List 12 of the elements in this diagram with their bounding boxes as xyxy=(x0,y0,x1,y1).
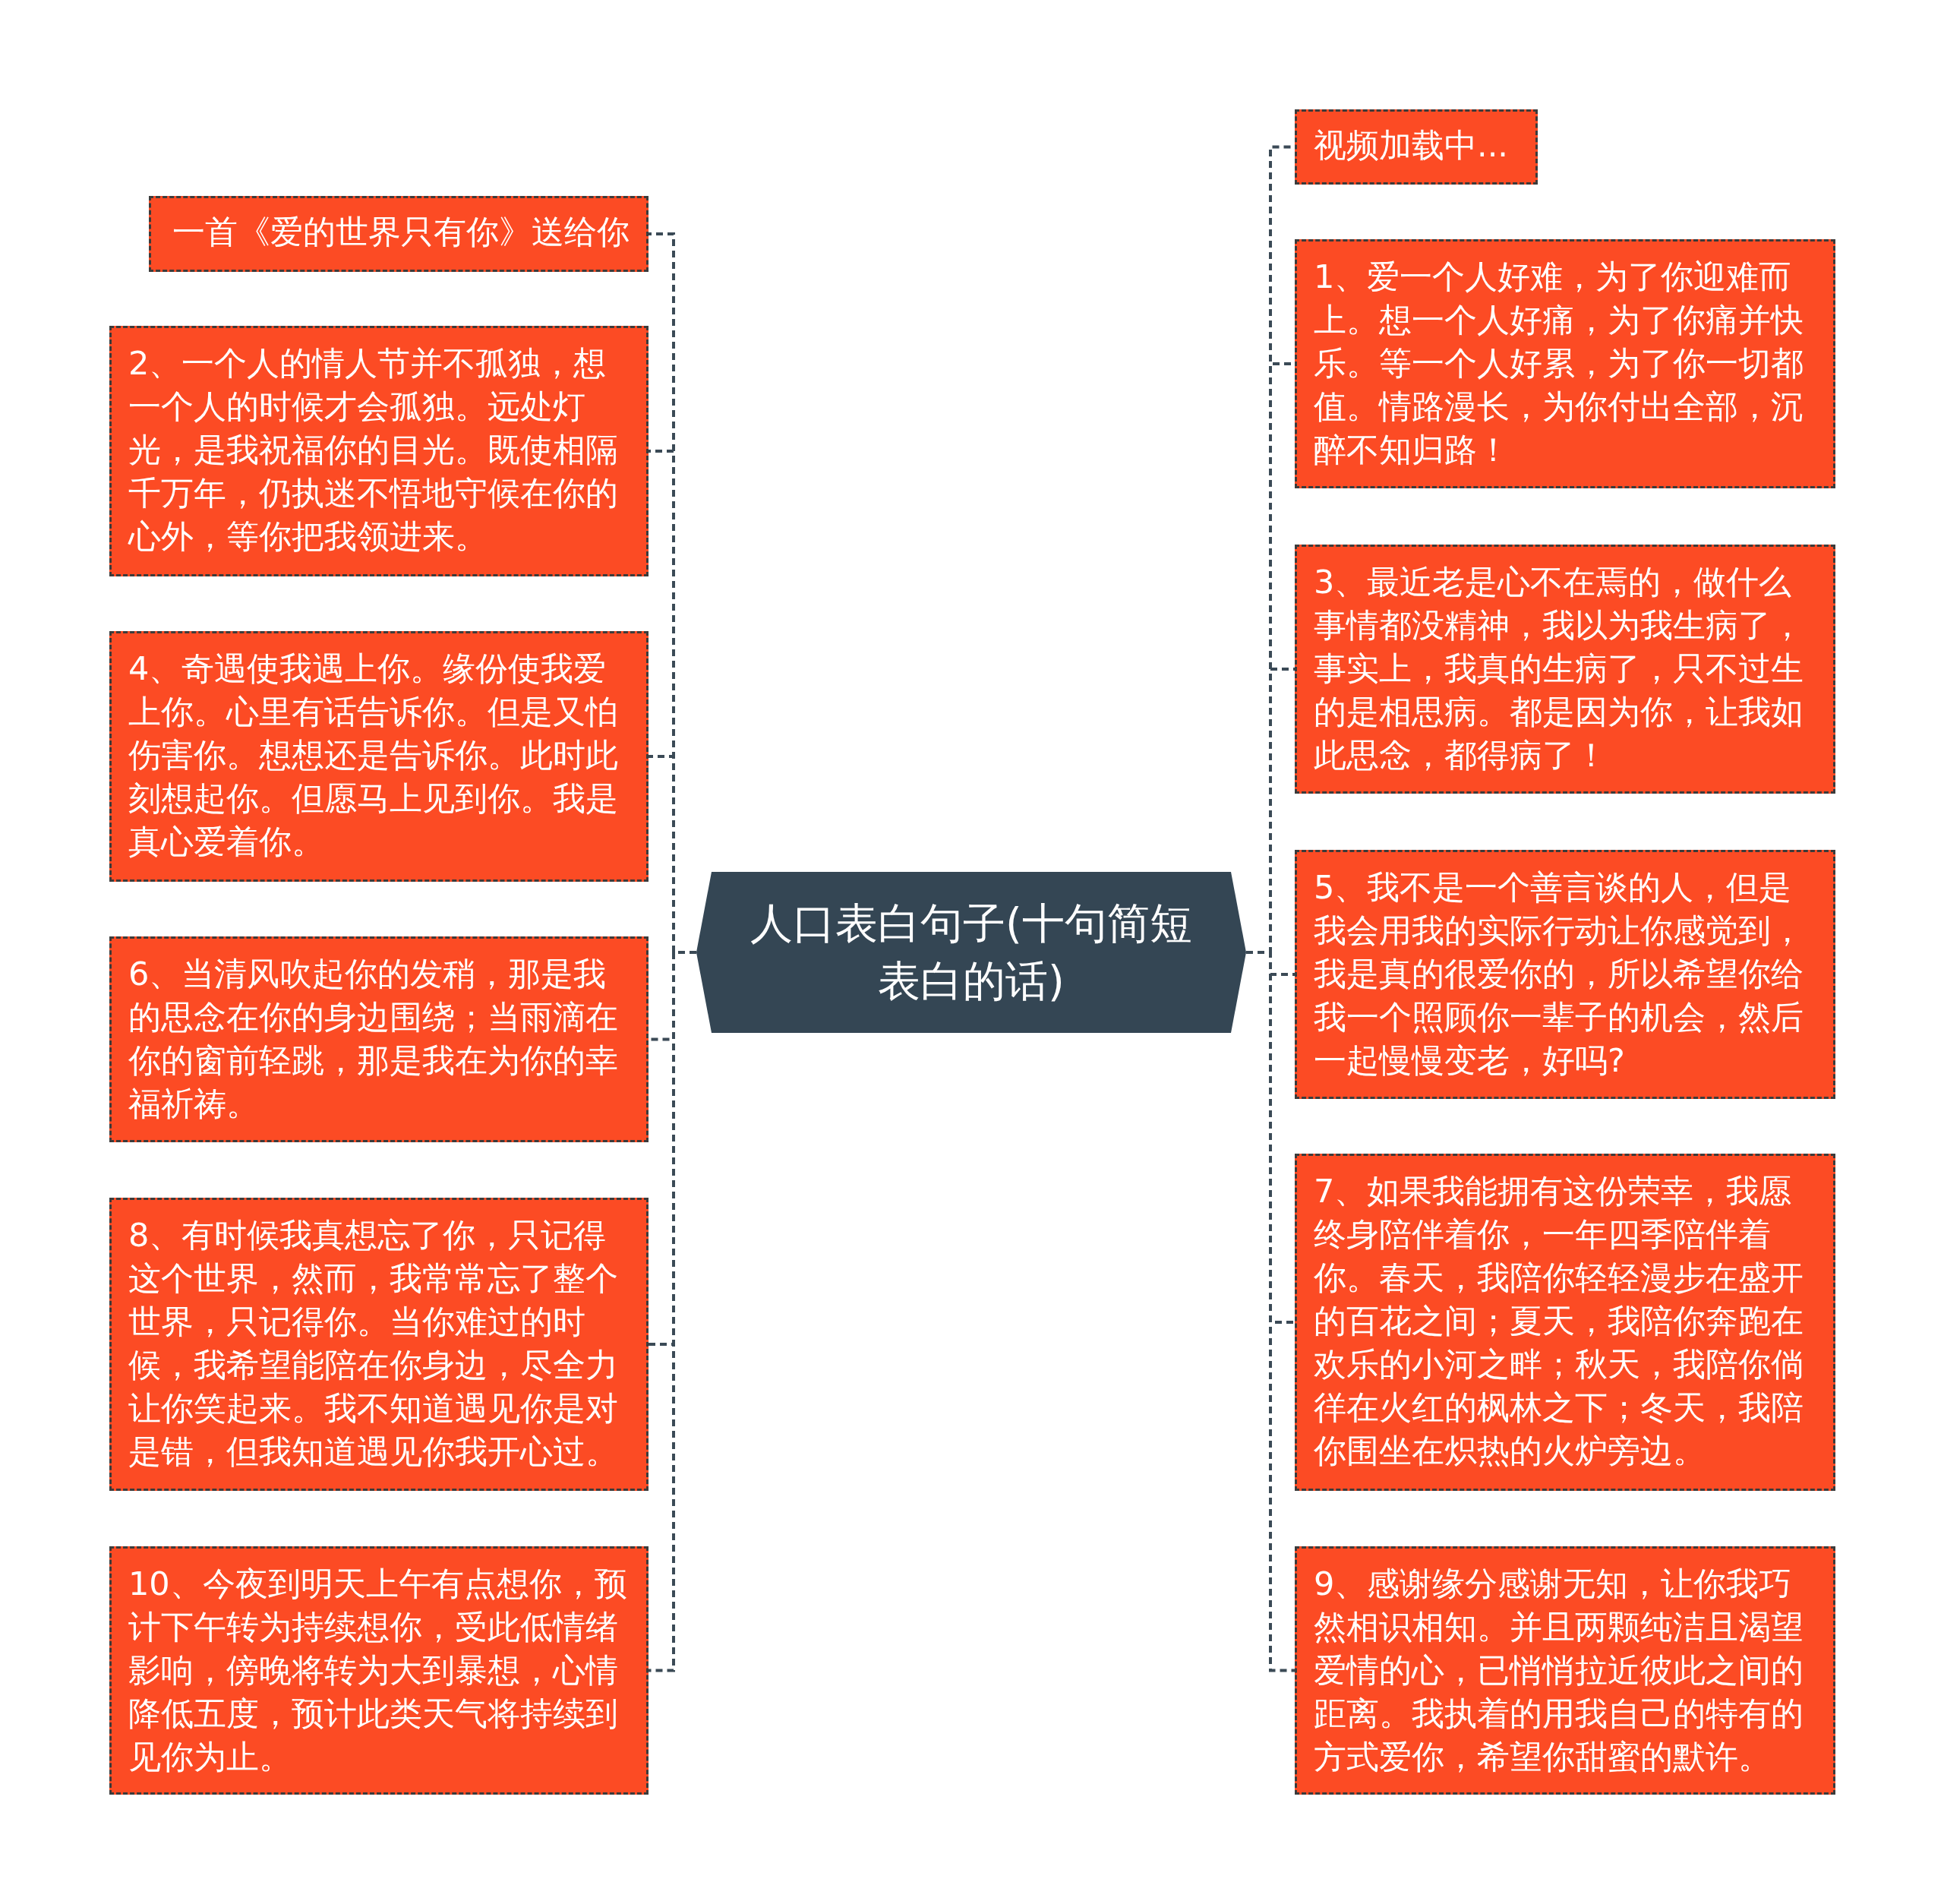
text-box: 3、最近老是心不在焉的，做什么事情都没精神，我以为我生病了，事实上，我真的生病了，只不过生的是相思病。都是因为你，让我如此思念，都得病了！ xyxy=(1295,545,1835,794)
text-box: 8、有时候我真想忘了你，只记得这个世界，然而，我常常忘了整个世界，只记得你。当你难过的时候，我希望能陪在你身边，尽全力让你笑起来。我不知道遇见你是对是错，但我知道遇见你我开心过。 xyxy=(109,1198,649,1491)
text-box: 1、爱一个人好难，为了你迎难而上。想一个人好痛，为了你痛并快乐。等一个人好累，为了你一切都值。情路漫长，为你付出全部，沉醉不知归路！ xyxy=(1295,239,1835,488)
text-box: 2、一个人的情人节并不孤独，想一个人的时候才会孤独。远处灯光，是我祝福你的目光。既使相隔千万年，仍执迷不悟地守候在你的心外，等你把我领进来。 xyxy=(109,326,649,576)
text-box: 5、我不是一个善言谈的人，但是我会用我的实际行动让你感觉到，我是真的很爱你的，所以希望你给我一个照顾你一辈子的机会，然后一起慢慢变老，好吗? xyxy=(1295,850,1835,1099)
text-box: 10、今夜到明天上午有点想你，预计下午转为持续想你，受此低情绪影响，傍晚将转为大到暴想，心情降低五度，预计此类天气将持续到见你为止。 xyxy=(109,1546,649,1795)
text-box: 视频加载中... xyxy=(1295,109,1538,185)
text-box: 4、奇遇使我遇上你。缘份使我爱上你。心里有话告诉你。但是又怕伤害你。想想还是告诉你。此时此刻想起你。但愿马上见到你。我是真心爱着你。 xyxy=(109,631,649,882)
text-box: 一首《爱的世界只有你》送给你 xyxy=(149,196,649,272)
text-box: 9、感谢缘分感谢无知，让你我巧然相识相知。并且两颗纯洁且渴望爱情的心，已悄悄拉近彼此之间的距离。我执着的用我自己的特有的方式爱你，希望你甜蜜的默许。 xyxy=(1295,1546,1835,1795)
text-box: 6、当清风吹起你的发稍，那是我的思念在你的身边围绕；当雨滴在你的窗前轻跳，那是我在为你的幸福祈祷。 xyxy=(109,936,649,1142)
text-box: 7、如果我能拥有这份荣幸，我愿终身陪伴着你，一年四季陪伴着你。春天，我陪你轻轻漫步在盛开的百花之间；夏天，我陪你奔跑在欢乐的小河之畔；秋天，我陪你倘徉在火红的枫林之下；冬天，我陪你围坐在炽热的火炉旁边。 xyxy=(1295,1154,1835,1491)
